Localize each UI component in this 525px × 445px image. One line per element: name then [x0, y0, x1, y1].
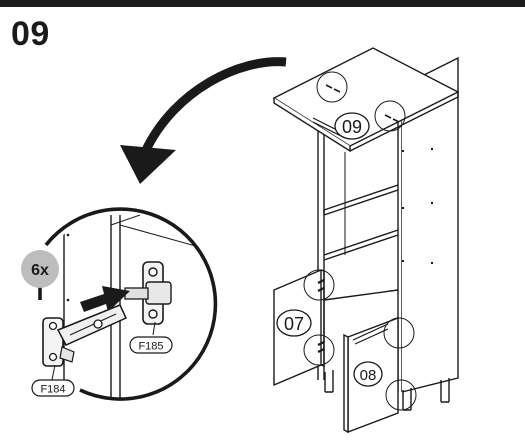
hinge-base-plate: [124, 261, 172, 325]
quantity-badge: 6x: [21, 250, 59, 288]
callout-09: 09: [334, 112, 370, 140]
hinge-arm: [42, 304, 127, 367]
rotation-arrow-icon: [120, 57, 287, 184]
callout-07-text: 07: [284, 314, 304, 334]
callout-07: 07: [276, 309, 312, 337]
highlight-circles: [303, 71, 417, 411]
quantity-text: 6x: [31, 262, 49, 279]
step-number: 09: [11, 15, 50, 53]
callout-09-text: 09: [342, 117, 362, 137]
header-bar: [0, 0, 525, 7]
callout-08: 08: [353, 361, 383, 387]
push-arrow-icon: [80, 286, 130, 312]
part-label-f185: F185: [138, 341, 163, 353]
callout-08-text: 08: [360, 367, 377, 384]
hinge-detail-view: F185 F184: [31, 207, 218, 401]
cabinet-assembly: [272, 47, 460, 434]
part-label-f184: F184: [40, 384, 65, 396]
